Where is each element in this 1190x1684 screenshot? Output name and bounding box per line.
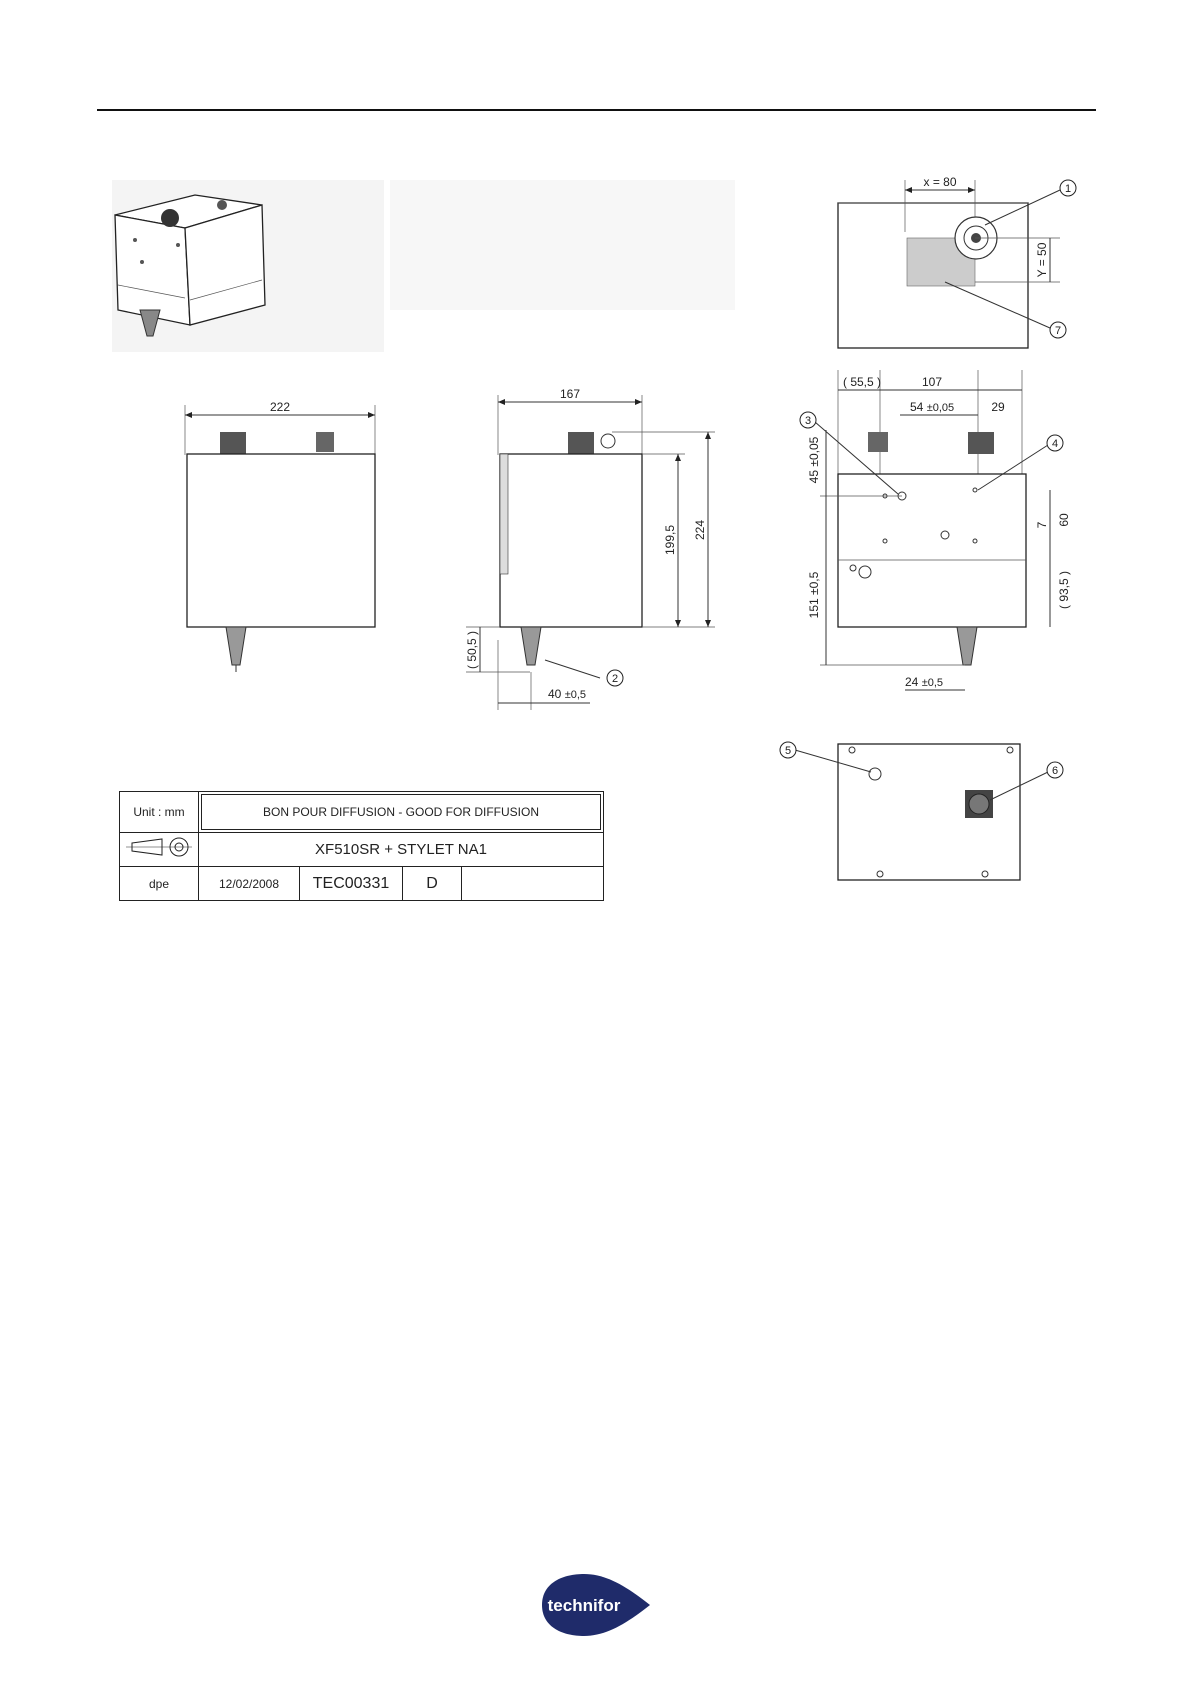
bottom-view: 5 6 — [780, 742, 1063, 880]
dim-24: 24 ±0,5 — [905, 675, 943, 689]
callout-6: 6 — [1052, 765, 1058, 777]
revision: D — [403, 867, 462, 901]
title-block: Unit : mm BON POUR DIFFUSION - GOOD FOR … — [119, 791, 604, 901]
callout-5: 5 — [785, 745, 791, 757]
callout-3: 3 — [805, 415, 811, 427]
dim-54: 54 ±0,05 — [910, 400, 954, 414]
blank-view-background — [390, 180, 735, 310]
top-view: x = 80 Y = 50 1 7 — [838, 175, 1076, 348]
author: dpe — [120, 867, 199, 901]
unit-label: Unit : mm — [120, 792, 199, 833]
projection-symbol-icon — [124, 834, 194, 860]
callout-1: 1 — [1065, 183, 1071, 195]
dim-93: ( 93,5 ) — [1057, 571, 1071, 609]
dim-y-50: Y = 50 — [1035, 242, 1049, 277]
side-view: 167 199,5 224 ( 50,5 ) 40 ±0,5 2 — [465, 387, 715, 710]
dim-55: ( 55,5 ) — [843, 375, 881, 389]
dim-60: 60 — [1057, 513, 1071, 527]
svg-text:technifor: technifor — [548, 1596, 621, 1615]
dim-height-199: 199,5 — [663, 525, 677, 555]
callout-4: 4 — [1052, 438, 1058, 450]
approval-stamp: BON POUR DIFFUSION - GOOD FOR DIFFUSION — [201, 794, 601, 830]
dim-151: 151 ±0,5 — [807, 571, 821, 618]
date: 12/02/2008 — [199, 867, 300, 901]
dim-height-224: 224 — [693, 520, 707, 540]
rear-view: ( 55,5 ) 107 54 ±0,05 29 45 ±0,05 151 ±0… — [800, 370, 1071, 690]
technifor-logo: technifor — [536, 1572, 656, 1638]
dim-width-167: 167 — [560, 387, 580, 401]
dim-x-80: x = 80 — [923, 175, 956, 189]
dim-29: 29 — [991, 400, 1005, 414]
dim-height-50: ( 50,5 ) — [465, 631, 479, 669]
callout-7: 7 — [1055, 325, 1061, 337]
dim-width-222: 222 — [270, 400, 290, 414]
dim-107: 107 — [922, 375, 942, 389]
dim-offset-40: 40 ±0,5 — [548, 687, 586, 701]
drawing-title: XF510SR + STYLET NA1 — [199, 833, 604, 867]
dim-45: 45 ±0,05 — [807, 436, 821, 483]
dim-7: 7 — [1035, 521, 1049, 528]
front-view: 222 — [185, 400, 375, 672]
projection-symbol — [120, 833, 199, 867]
callout-2: 2 — [612, 673, 618, 685]
drawing-number: TEC00331 — [300, 867, 403, 901]
